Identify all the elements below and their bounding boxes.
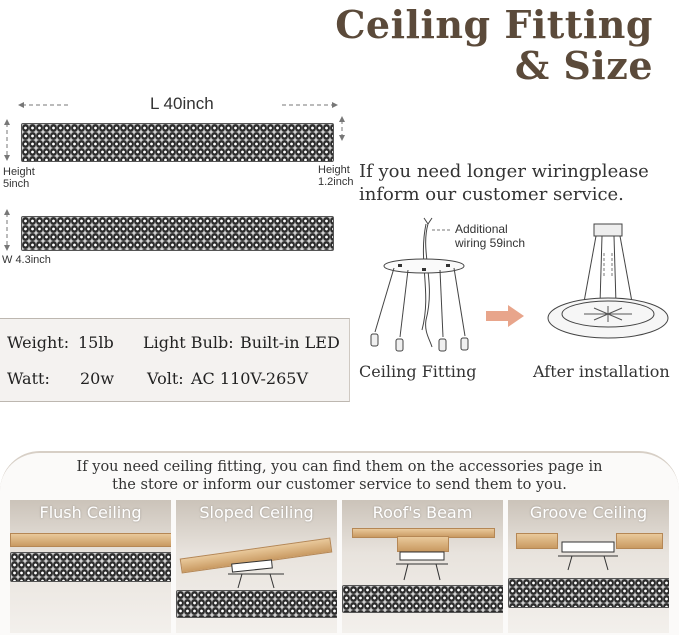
ceiling-type-roof-beam: Roof's Beam <box>342 500 503 633</box>
right-arrow-icon <box>486 305 524 327</box>
spec-panel: Weight: 15lb Light Bulb: Built-in LED Wa… <box>0 318 350 402</box>
ceiling-type-label: Roof's Beam <box>372 503 473 522</box>
light-fixture-front-view <box>21 216 334 251</box>
watt-value: 20w <box>80 369 115 388</box>
ceiling-type-sloped: Sloped Ceiling <box>176 500 337 633</box>
width-label: W 4.3inch <box>2 254 51 266</box>
groove-mount-icon <box>558 541 618 571</box>
caption-after-installation: After installation <box>533 362 670 381</box>
ceiling-type-groove: Groove Ceiling <box>508 500 669 633</box>
wiring-label-line-1: Additional <box>455 222 508 236</box>
ceiling-type-label: Sloped Ceiling <box>199 503 314 522</box>
height-right-label: Height 1.2inch <box>318 164 354 189</box>
watt-label: Watt: <box>7 369 50 388</box>
wiring-note-line-1: If you need longer wiringplease <box>359 161 649 182</box>
bottom-note-line-1: If you need ceiling fitting, you can fin… <box>76 459 603 475</box>
weight-label: Weight: <box>7 333 70 352</box>
volt-label: Volt: <box>147 369 184 388</box>
wiring-note-line-2: inform our customer service. <box>359 184 624 205</box>
bulb-value: Built-in LED <box>240 333 340 352</box>
bottom-note-line-2: the store or inform our customer service… <box>112 477 567 493</box>
wiring-label-line-2: wiring 59inch <box>455 236 526 250</box>
caption-ceiling-fitting: Ceiling Fitting <box>359 362 477 381</box>
title-line-1: Ceiling Fitting <box>335 2 653 47</box>
bulb-label: Light Bulb: <box>143 333 234 352</box>
dimension-arrows <box>4 102 345 251</box>
ceiling-type-label: Groove Ceiling <box>529 503 648 522</box>
volt-value: AC 110V-265V <box>191 369 309 388</box>
title-line-2: & Size <box>514 43 653 88</box>
ceiling-fitting-diagram <box>370 217 469 352</box>
weight-value: 15lb <box>78 333 114 352</box>
length-label: L 40inch <box>150 94 214 113</box>
ceiling-type-label: Flush Ceiling <box>39 503 142 522</box>
ceiling-type-flush: Flush Ceiling <box>10 500 171 633</box>
beam-mount-icon <box>396 551 448 581</box>
height-left-label: Height 5inch <box>3 166 35 191</box>
sloped-mount-icon <box>228 559 284 589</box>
light-fixture-side-view <box>21 123 334 162</box>
after-installation-diagram <box>547 223 669 339</box>
